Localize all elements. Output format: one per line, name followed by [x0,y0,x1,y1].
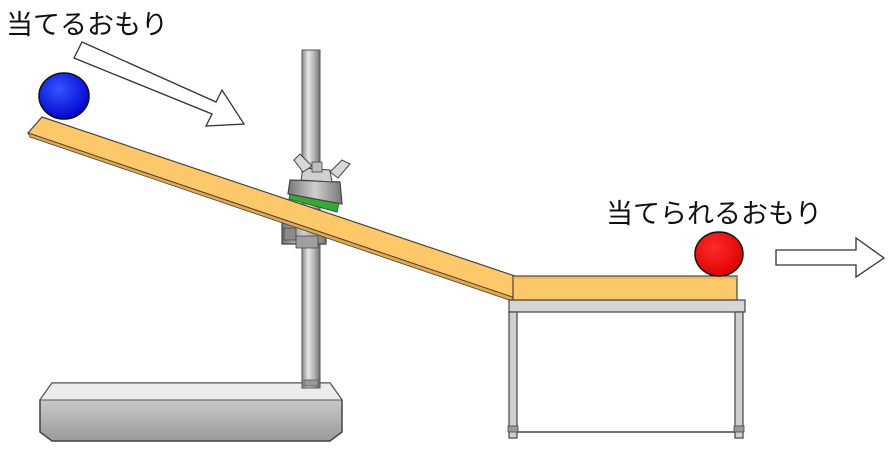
arrow-right-icon [73,41,246,127]
stand-base [39,382,343,442]
arrow-right-icon [775,236,886,279]
label-hitting-weight: 当てるおもり [6,10,168,41]
ramp-board [26,116,516,303]
label-hit-weight: 当てられるおもり [606,199,822,230]
target-ball [694,231,744,277]
support-table [507,299,746,439]
hitting-ball [38,72,90,120]
flat-board [512,275,738,301]
clamp-upper [287,153,351,213]
